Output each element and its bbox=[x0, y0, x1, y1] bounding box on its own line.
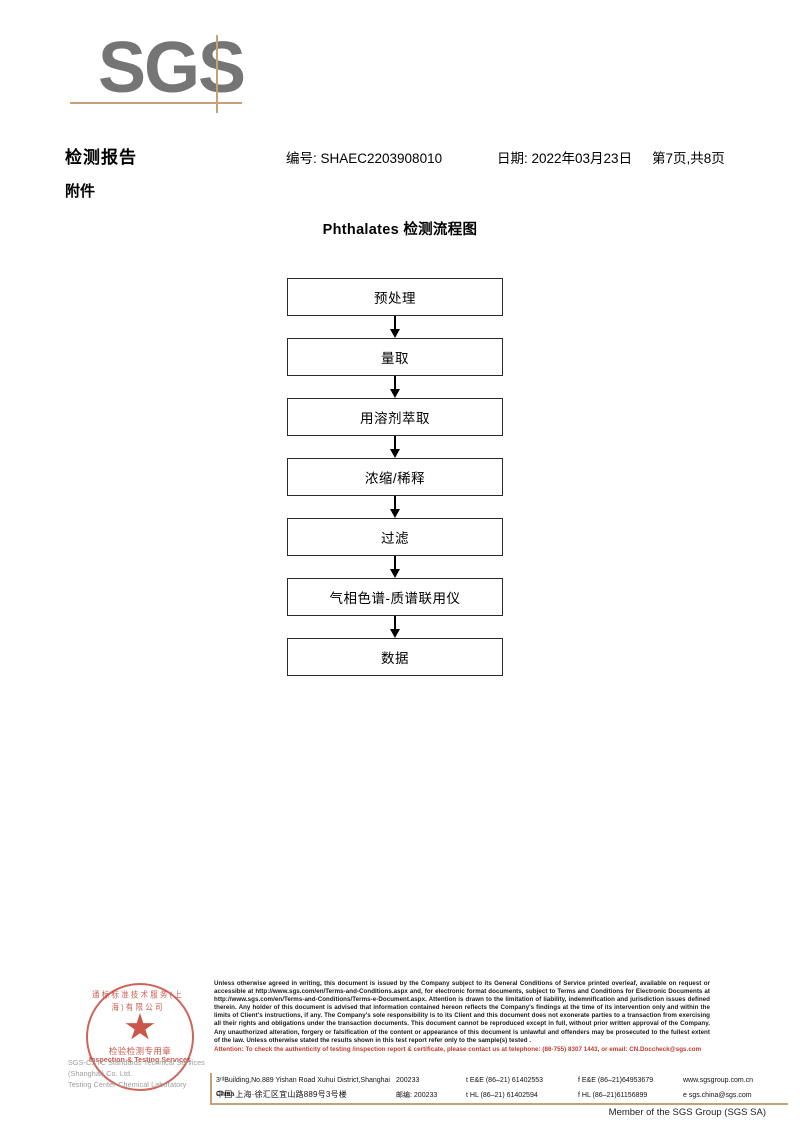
address-zip-cn: 邮编: 200233 bbox=[396, 1089, 466, 1103]
arrow-shaft bbox=[393, 556, 397, 572]
arrow-shaft bbox=[393, 616, 397, 632]
arrow-head bbox=[390, 509, 400, 518]
company-stamp: 通标标准技术服务(上海)有限公司 检验检测专用章 Inspection & Te… bbox=[86, 983, 194, 1091]
address-row-en: 3ʳᵈBuilding,No.889 Yishan Road Xuhui Dis… bbox=[216, 1074, 788, 1098]
page-indicator: 第7页,共8页 bbox=[652, 151, 725, 166]
flow-arrow-2 bbox=[287, 376, 503, 398]
address-street-cn: 中国·上海·徐汇区宜山路889号3号楼 bbox=[216, 1090, 347, 1099]
sgs-logo: SGS bbox=[70, 30, 300, 120]
stamp-ring bbox=[86, 983, 194, 1091]
flow-arrow-1 bbox=[287, 316, 503, 338]
address-tel-en: t E&E (86–21) 61402553 bbox=[466, 1077, 544, 1084]
page-title: 检测报告 bbox=[65, 148, 137, 167]
arrow-head bbox=[390, 629, 400, 638]
report-number: 编号: SHAEC2203908010 bbox=[286, 151, 443, 166]
footer-horizontal-divider bbox=[210, 1103, 788, 1105]
logo-horizontal-rule bbox=[70, 102, 242, 104]
faded-line-1: SGS-CSTC Standards Technical Services (S… bbox=[68, 1058, 205, 1078]
faded-line-2: Testing Center-Chemical Laboratory bbox=[68, 1080, 187, 1089]
stamp-cn-label: 检验检测专用章 bbox=[108, 1046, 172, 1056]
flow-node-gcms: 气相色谱-质谱联用仪 bbox=[287, 578, 503, 616]
arrow-head bbox=[390, 329, 400, 338]
address-fax-cn: f HL (86–21)61156899 bbox=[578, 1092, 648, 1099]
arrow-shaft bbox=[393, 436, 397, 452]
logo-vertical-rule bbox=[216, 35, 218, 113]
flow-arrow-6 bbox=[287, 616, 503, 638]
flow-node-measure: 量取 bbox=[287, 338, 503, 376]
address-zip-value-cn: 200233 bbox=[413, 1092, 438, 1099]
arrow-head bbox=[390, 389, 400, 398]
footer-vertical-divider bbox=[210, 1073, 212, 1103]
address-row-cn: 中国·上海·徐汇区宜山路889号3号楼 邮编: 200233 t HL (86–… bbox=[216, 1088, 788, 1102]
legal-disclaimer: Unless otherwise agreed in writing, this… bbox=[214, 980, 710, 1054]
address-zip-label-cn: 邮编: bbox=[396, 1092, 412, 1099]
flowchart-title: Phthalates 检测流程图 bbox=[322, 222, 478, 238]
flow-node-pretreatment: 预处理 bbox=[287, 278, 503, 316]
flow-arrow-3 bbox=[287, 436, 503, 458]
flow-node-filtration: 过滤 bbox=[287, 518, 503, 556]
attention-notice: Attention: To check the authenticity of … bbox=[214, 1045, 702, 1053]
address-website: www.sgsgroup.com.cn bbox=[683, 1077, 754, 1084]
arrow-shaft bbox=[393, 376, 397, 392]
address-street-en: 3ʳᵈBuilding,No.889 Yishan Road Xuhui Dis… bbox=[216, 1077, 390, 1098]
address-email: e sgs.china@sgs.com bbox=[683, 1092, 752, 1099]
page-footer: 通标标准技术服务(上海)有限公司 检验检测专用章 Inspection & Te… bbox=[0, 975, 800, 1131]
flow-node-data: 数据 bbox=[287, 638, 503, 676]
disclaimer-text: Unless otherwise agreed in writing, this… bbox=[214, 980, 710, 1044]
address-fax-en: f E&E (86–21)64953679 bbox=[578, 1077, 654, 1084]
sgs-group-member-line: Member of the SGS Group (SGS SA) bbox=[608, 1107, 766, 1118]
stamp-arc-label: 通标标准技术服务(上海)有限公司 bbox=[92, 989, 184, 1013]
address-zip-en: 200233 bbox=[396, 1077, 420, 1084]
arrow-head bbox=[390, 569, 400, 578]
attachment-label: 附件 bbox=[65, 183, 96, 200]
flowchart: 预处理 量取 用溶剂萃取 浓缩/稀释 过滤 气相色谱-质谱联用仪 bbox=[287, 278, 503, 676]
flow-arrow-5 bbox=[287, 556, 503, 578]
flow-node-concentrate-dilute: 浓缩/稀释 bbox=[287, 458, 503, 496]
stamp-arc-text: 通标标准技术服务(上海)有限公司 bbox=[86, 983, 190, 1087]
sgs-logo-text: SGS bbox=[98, 28, 246, 108]
flow-node-solvent-extraction: 用溶剂萃取 bbox=[287, 398, 503, 436]
company-address-block: 3ʳᵈBuilding,No.889 Yishan Road Xuhui Dis… bbox=[216, 1074, 788, 1102]
arrow-shaft bbox=[393, 496, 397, 512]
stamp-en-label: Inspection & Testing Services bbox=[89, 1057, 191, 1064]
arrow-shaft bbox=[393, 316, 397, 332]
arrow-head bbox=[390, 449, 400, 458]
faded-company-text: SGS-CSTC Standards Technical Services (S… bbox=[68, 1057, 218, 1090]
flow-arrow-4 bbox=[287, 496, 503, 518]
report-date: 日期: 2022年03月23日 bbox=[497, 151, 633, 166]
address-tel-cn: t HL (86–21) 61402594 bbox=[466, 1092, 538, 1099]
